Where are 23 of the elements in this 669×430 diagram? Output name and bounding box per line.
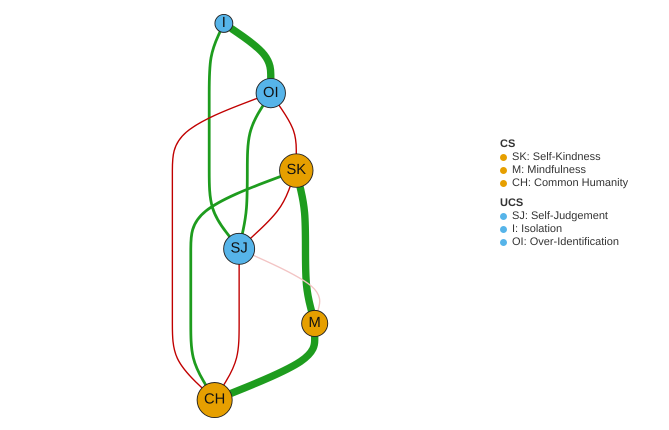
connector bbox=[208, 31, 231, 238]
node-circle: M bbox=[301, 310, 328, 337]
legend-heading: CS bbox=[500, 138, 516, 150]
legend-heading: UCS bbox=[500, 197, 524, 209]
legend-text: SJ: Self-Judgement bbox=[512, 210, 608, 222]
legend-text: OI: Over-Identification bbox=[512, 236, 619, 248]
node-circle: SJ bbox=[223, 232, 256, 265]
legend-text: M: Mindfulness bbox=[512, 164, 586, 176]
legend-text: SK: Self-Kindness bbox=[512, 151, 601, 163]
node-circle: I bbox=[214, 14, 234, 33]
node-circle: SK bbox=[279, 153, 314, 188]
legend-text: I: Isolation bbox=[512, 223, 562, 235]
connector bbox=[278, 104, 297, 154]
connector bbox=[223, 264, 240, 386]
connector bbox=[250, 186, 291, 239]
connector bbox=[296, 186, 315, 312]
legend-text: CH: Common Humanity bbox=[512, 177, 628, 189]
connector bbox=[252, 254, 320, 311]
connector bbox=[240, 104, 264, 234]
connector bbox=[189, 175, 282, 386]
connector bbox=[172, 98, 258, 388]
node-circle: CH bbox=[196, 382, 233, 418]
node-circle: OI bbox=[256, 78, 286, 108]
